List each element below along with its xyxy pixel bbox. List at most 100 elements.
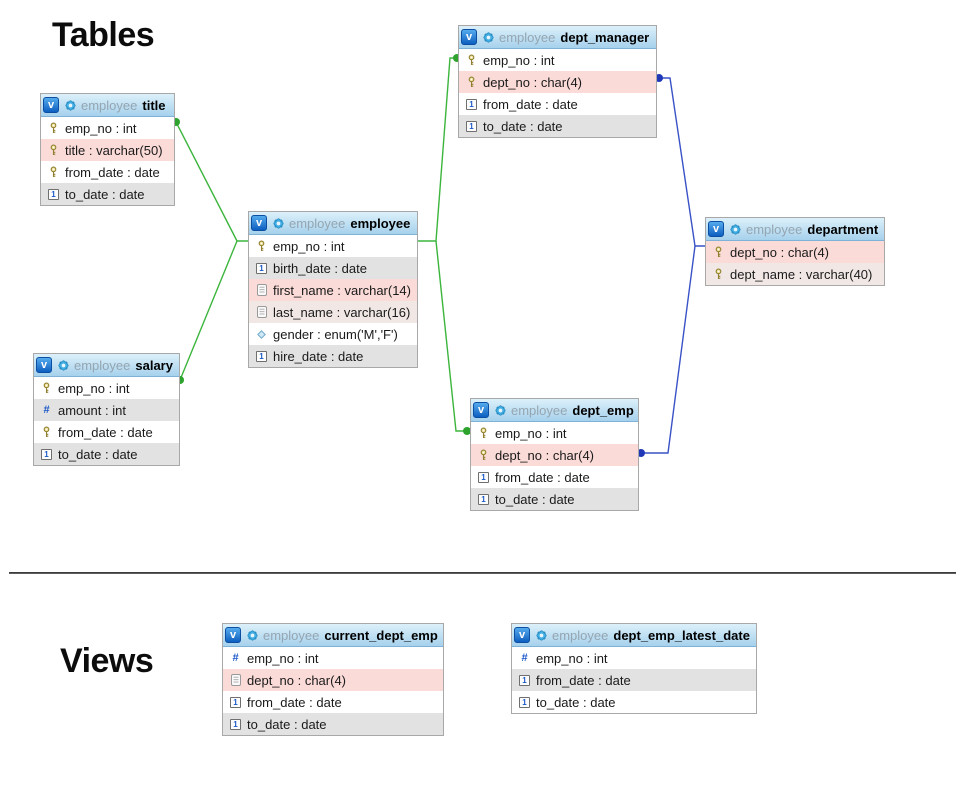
date-icon: 1: [228, 718, 243, 730]
column-label: emp_no : int: [247, 650, 319, 666]
gear-icon: [729, 223, 742, 236]
column-row[interactable]: #emp_no : int: [512, 647, 756, 669]
date-icon: 1: [39, 448, 54, 460]
column-label: emp_no : int: [495, 425, 567, 441]
column-label: from_date : date: [495, 469, 590, 485]
schema-name: employee: [81, 97, 138, 113]
column-label: to_date : date: [536, 694, 616, 710]
gear-icon: [494, 404, 507, 417]
column-row[interactable]: from_date : date: [34, 421, 179, 443]
date-icon: 1: [254, 262, 269, 274]
column-label: to_date : date: [58, 446, 138, 462]
schema-name: employee: [263, 627, 320, 643]
column-row[interactable]: dept_no : char(4): [471, 444, 638, 466]
schema-name: employee: [74, 357, 131, 373]
column-row[interactable]: emp_no : int: [34, 377, 179, 399]
schema-name: employee: [511, 402, 568, 418]
column-row[interactable]: # emp_no : int: [223, 647, 443, 669]
column-row[interactable]: dept_no : char(4): [223, 669, 443, 691]
date-icon: 1: [254, 350, 269, 362]
gear-icon: [272, 217, 285, 230]
column-row[interactable]: 1 to_date : date: [512, 691, 756, 713]
column-label: from_date : date: [483, 96, 578, 112]
key-icon: [46, 122, 61, 134]
column-label: emp_no : int: [483, 52, 555, 68]
column-row[interactable]: #amount : int: [34, 399, 179, 421]
column-row[interactable]: last_name : varchar(16): [249, 301, 417, 323]
column-label: first_name : varchar(14): [273, 282, 411, 298]
column-label: amount : int: [58, 402, 126, 418]
column-label: dept_no : char(4): [247, 672, 347, 688]
num-icon: #: [521, 651, 528, 664]
enum-icon: [254, 329, 269, 340]
column-label: dept_no : char(4): [483, 74, 583, 90]
date-icon: 1: [46, 188, 61, 200]
date-icon: 1: [517, 696, 532, 708]
view-badge-icon: v: [461, 29, 477, 45]
gear-icon: [246, 629, 259, 642]
column-row[interactable]: 1 from_date : date: [471, 466, 638, 488]
column-label: to_date : date: [495, 491, 575, 507]
column-row[interactable]: 1 to_date : date: [34, 443, 179, 465]
column-row[interactable]: emp_no : int: [459, 49, 656, 71]
column-row[interactable]: emp_no : int: [471, 422, 638, 444]
column-row[interactable]: first_name : varchar(14): [249, 279, 417, 301]
key-icon: [476, 449, 491, 461]
column-row[interactable]: dept_no : char(4): [459, 71, 656, 93]
column-label: hire_date : date: [273, 348, 364, 364]
schema-name: employee: [499, 29, 556, 45]
column-row[interactable]: 1 hire_date : date: [249, 345, 417, 367]
entity-name: department: [807, 221, 879, 237]
date-icon: 1: [476, 471, 491, 483]
schema-name: employee: [552, 627, 609, 643]
view-badge-icon: v: [43, 97, 59, 113]
entity-name: dept_manager: [560, 29, 650, 45]
view-badge-icon: v: [225, 627, 241, 643]
column-row[interactable]: from_date : date: [41, 161, 174, 183]
column-row[interactable]: dept_no : char(4): [706, 241, 884, 263]
entity-name: title: [142, 97, 166, 113]
schema-name: employee: [746, 221, 803, 237]
num-icon: #: [232, 651, 239, 664]
entity-name: dept_emp: [572, 402, 634, 418]
key-icon: [46, 144, 61, 156]
column-label: gender : enum('M','F'): [273, 326, 398, 342]
schema-name: employee: [289, 215, 346, 231]
view-badge-icon: v: [514, 627, 530, 643]
column-row[interactable]: emp_no : int: [41, 117, 174, 139]
column-row[interactable]: emp_no : int: [249, 235, 417, 257]
column-row[interactable]: dept_name : varchar(40): [706, 263, 884, 285]
gear-icon: [482, 31, 495, 44]
text-icon: [228, 674, 243, 686]
gear-icon: [64, 99, 77, 112]
gear-icon: [535, 629, 548, 642]
key-icon: [711, 246, 726, 258]
text-icon: [254, 284, 269, 296]
column-row[interactable]: gender : enum('M','F'): [249, 323, 417, 345]
column-row[interactable]: title : varchar(50): [41, 139, 174, 161]
